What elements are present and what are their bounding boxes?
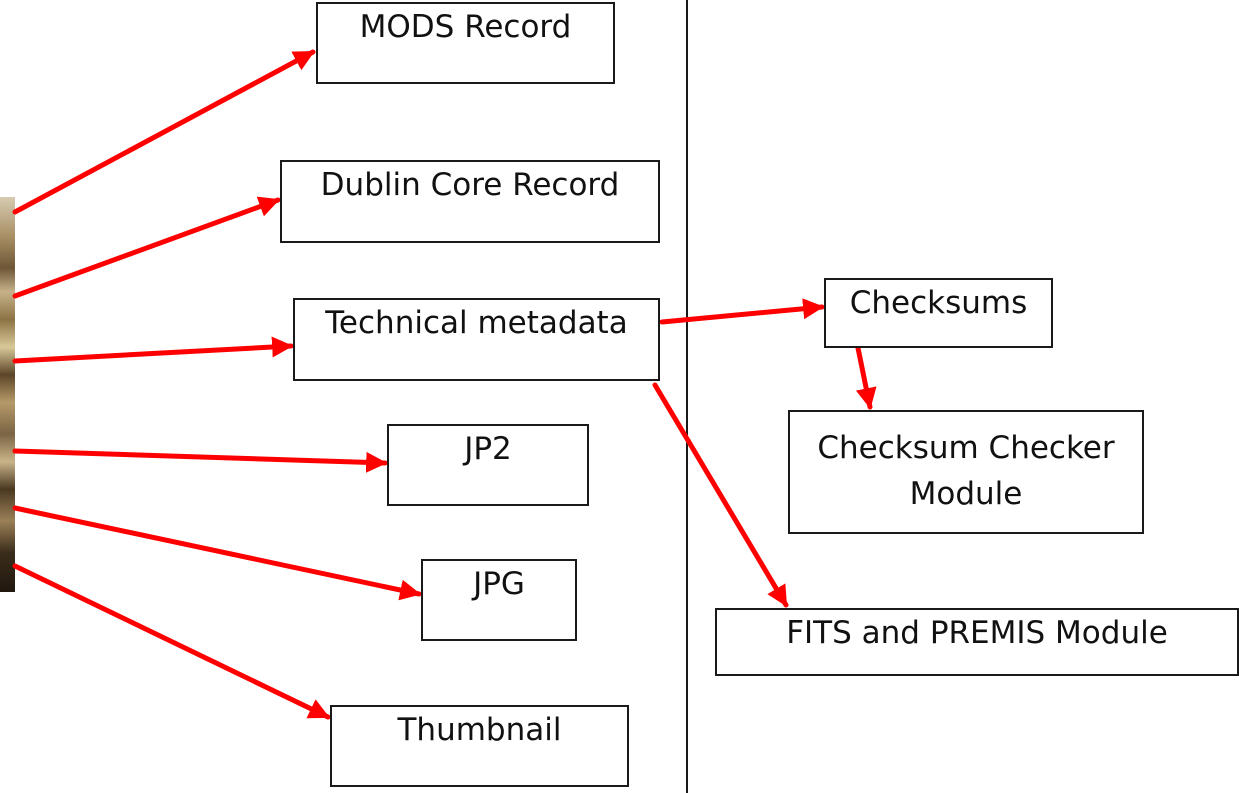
fits-premis-module-box: FITS and PREMIS Module	[715, 608, 1239, 676]
technical-metadata-box: Technical metadata	[293, 298, 660, 381]
dublin-core-record-box: Dublin Core Record	[280, 160, 660, 243]
jp2-box: JP2	[387, 424, 589, 506]
source-image-thumbnail	[0, 197, 15, 592]
jpg-box: JPG	[421, 559, 577, 641]
arrow-to-mods-record	[12, 49, 316, 215]
checksums-box: Checksums	[824, 278, 1053, 348]
arrow-to-thumbnail	[12, 563, 331, 720]
thumbnail-box: Thumbnail	[330, 705, 629, 787]
mods-record-box: MODS Record	[316, 2, 615, 84]
arrow-technical-to-checksums	[659, 298, 825, 325]
arrow-to-jpg	[12, 505, 422, 601]
arrow-checksums-to-checker	[855, 345, 877, 410]
checksum-checker-module-box: Checksum Checker Module	[788, 410, 1144, 534]
arrow-technical-to-fits-premis	[652, 382, 789, 608]
vertical-divider	[686, 0, 688, 793]
arrow-to-jp2	[12, 448, 388, 473]
arrow-to-dublin-core-record	[12, 196, 281, 299]
arrow-to-technical-metadata	[12, 336, 294, 364]
